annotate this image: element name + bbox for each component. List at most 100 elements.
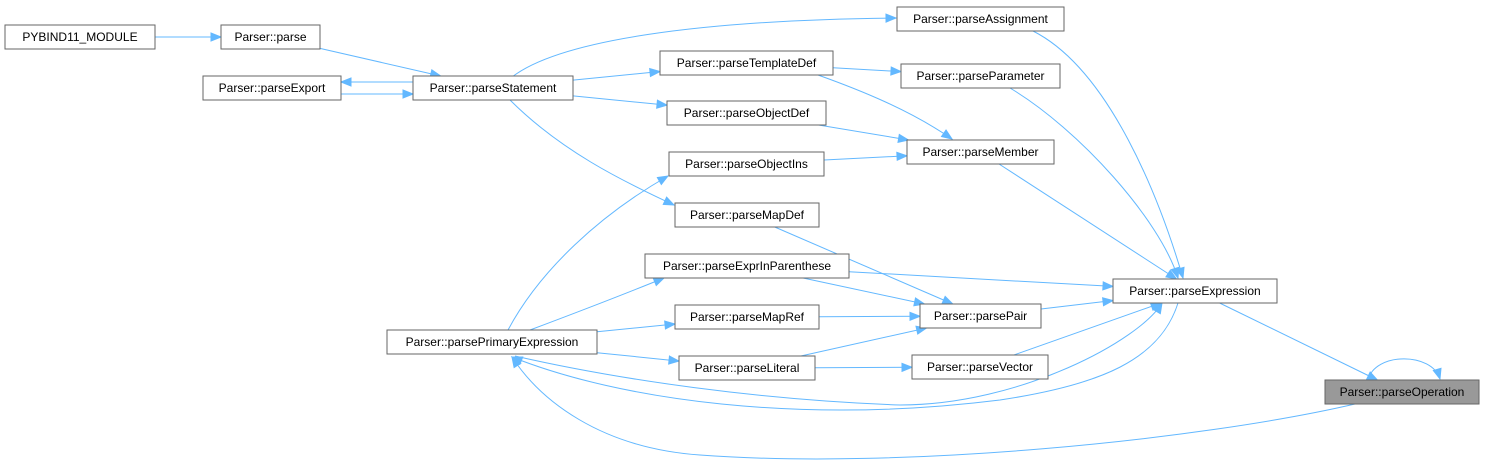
node-parseMapRef[interactable]: Parser::parseMapRef xyxy=(674,304,820,330)
node-parseAssignment[interactable]: Parser::parseAssignment xyxy=(896,6,1065,32)
edge-parsePrimaryExpression-to-parseExprInParenthese xyxy=(529,277,666,331)
node-parseVector[interactable]: Parser::parseVector xyxy=(911,354,1049,380)
node-label: Parser::parseAssignment xyxy=(913,12,1048,26)
node-label: Parser::parseMapDef xyxy=(690,208,805,222)
edge-arrowhead xyxy=(656,175,670,186)
node-label: Parser::parse xyxy=(234,30,306,44)
node-label: Parser::parsePair xyxy=(934,309,1027,323)
edge-line xyxy=(1013,302,1162,356)
edge-parseOperation-to-parsePrimaryExpression xyxy=(511,355,1356,460)
edge-line xyxy=(511,356,1356,460)
node-parseMapDef[interactable]: Parser::parseMapDef xyxy=(674,202,820,228)
edge-arrowhead xyxy=(1170,266,1180,280)
edge-arrowhead xyxy=(662,196,676,206)
edge-line xyxy=(511,17,897,78)
node-box xyxy=(674,202,820,228)
edge-parseStatement-to-parseObjectDef xyxy=(572,95,669,109)
edge-line xyxy=(998,163,1177,280)
node-parseParameter[interactable]: Parser::parseParameter xyxy=(900,63,1061,89)
edge-parsePrimaryExpression-to-parseLiteral xyxy=(596,352,681,365)
node-parsePrimaryExpression[interactable]: Parser::parsePrimaryExpression xyxy=(386,329,598,355)
edge-parseMember-to-parseExpression xyxy=(998,163,1178,280)
edge-arrowhead xyxy=(511,355,522,369)
edge-parseObjectDef-to-parseMember xyxy=(818,124,910,143)
edge-parseObjectIns-to-parseMember xyxy=(823,151,909,162)
node-parseMember[interactable]: Parser::parseMember xyxy=(906,139,1055,165)
node-parseOperation[interactable]: Parser::parseOperation xyxy=(1324,379,1480,405)
node-label: Parser::parseMapRef xyxy=(690,310,805,324)
edge-parseMapRef-to-parsePair xyxy=(818,311,922,322)
node-box xyxy=(659,50,834,76)
node-parseTemplateDef[interactable]: Parser::parseTemplateDef xyxy=(659,50,834,76)
node-box xyxy=(900,63,1061,89)
node-box xyxy=(668,151,825,177)
edge-line xyxy=(596,323,676,333)
edge-arrowhead xyxy=(1152,301,1163,315)
node-label: Parser::parseObjectDef xyxy=(684,106,810,120)
edge-arrowhead xyxy=(656,99,669,109)
node-label: Parser::parseTemplateDef xyxy=(677,56,817,70)
edge-arrowhead xyxy=(941,295,954,305)
node-box xyxy=(386,329,598,355)
edge-parseOperation-to-parseOperation xyxy=(1367,358,1442,381)
edge-arrowhead xyxy=(1102,281,1115,291)
edge-parseStatement-to-parseAssignment xyxy=(511,13,898,78)
node-label: Parser::parseOperation xyxy=(1340,385,1465,399)
node-label: PYBIND11_MODULE xyxy=(22,30,137,44)
node-parseStatement[interactable]: Parser::parseStatement xyxy=(412,75,574,101)
node-parseExprInParenthese[interactable]: Parser::parseExprInParenthese xyxy=(644,253,850,279)
edge-line xyxy=(823,155,908,161)
edge-parseStatement-to-parseExport xyxy=(339,77,413,87)
edge-line xyxy=(319,47,441,77)
edge-line xyxy=(529,277,665,331)
node-label: Parser::parseParameter xyxy=(916,69,1044,83)
edge-arrowhead xyxy=(402,89,415,99)
node-box xyxy=(896,6,1065,32)
edge-parseMapDef-to-parsePair xyxy=(774,226,954,305)
node-box xyxy=(666,100,827,126)
edge-parseLiteral-to-parseVector xyxy=(814,362,914,373)
node-parseExport[interactable]: Parser::parseExport xyxy=(202,75,342,101)
node-box xyxy=(202,75,342,101)
node-box xyxy=(911,354,1049,380)
node-parseObjectIns[interactable]: Parser::parseObjectIns xyxy=(668,151,825,177)
edge-parsePrimaryExpression-to-parseObjectIns xyxy=(507,175,670,331)
node-label: Parser::parseMember xyxy=(922,145,1038,159)
edge-parseExpression-to-parseOperation xyxy=(1219,302,1379,381)
edge-parseParameter-to-parseExpression xyxy=(1009,87,1180,280)
edge-line xyxy=(832,67,902,73)
node-label: Parser::parseExport xyxy=(219,81,326,95)
edge-arrowhead xyxy=(1102,297,1115,307)
edge-parsePrimaryExpression-to-parseMapRef xyxy=(596,320,677,333)
edge-parseExprInParenthese-to-parsePair xyxy=(802,277,926,307)
edge-parseStatement-to-parseMapDef xyxy=(509,99,676,206)
edge-parsePrimaryExpression-to-parseExpression xyxy=(514,301,1163,406)
edge-arrowhead xyxy=(652,277,666,287)
edge-line xyxy=(802,277,925,305)
edge-arrowhead xyxy=(909,311,922,322)
node-parseObjectDef[interactable]: Parser::parseObjectDef xyxy=(666,100,827,126)
edge-parseLiteral-to-parsePair xyxy=(800,325,928,357)
node-label: Parser::parseExprInParenthese xyxy=(663,259,831,273)
edge-line xyxy=(1009,87,1179,279)
edge-arrowhead xyxy=(339,77,352,87)
node-label: Parser::parseVector xyxy=(927,360,1033,374)
node-box xyxy=(919,303,1042,329)
node-parse[interactable]: Parser::parse xyxy=(220,24,321,50)
edge-line xyxy=(774,226,953,305)
node-parsePair[interactable]: Parser::parsePair xyxy=(919,303,1042,329)
edge-arrowhead xyxy=(896,151,909,162)
node-parseExpression[interactable]: Parser::parseExpression xyxy=(1112,278,1278,304)
node-label: Parser::parseObjectIns xyxy=(685,157,808,171)
edge-line xyxy=(817,74,953,140)
edge-arrowhead xyxy=(664,320,677,330)
node-label: Parser::parseExpression xyxy=(1129,284,1260,298)
node-pybind[interactable]: PYBIND11_MODULE xyxy=(4,24,156,50)
edge-arrowhead xyxy=(940,129,954,140)
node-label: Parser::parseStatement xyxy=(430,81,557,95)
node-box xyxy=(1324,379,1480,405)
node-label: Parser::parsePrimaryExpression xyxy=(406,335,579,349)
edge-parseExpression-to-parsePrimaryExpression xyxy=(510,302,1179,411)
node-parseLiteral[interactable]: Parser::parseLiteral xyxy=(678,355,816,381)
edge-line xyxy=(572,71,661,81)
